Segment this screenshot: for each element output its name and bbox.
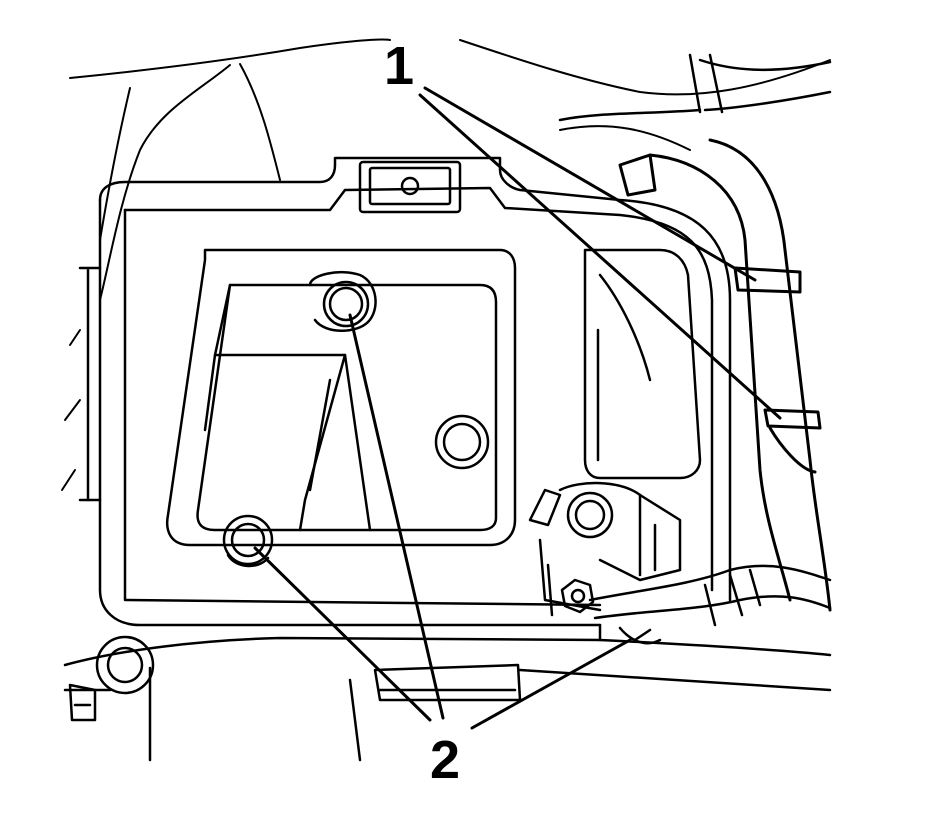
battery-tray bbox=[78, 156, 732, 627]
callout-label-2: 2 bbox=[430, 730, 460, 790]
top-bracket bbox=[358, 160, 462, 214]
vehicle-body-outline bbox=[61, 38, 831, 491]
vertical-hose bbox=[618, 138, 832, 612]
inner-recess bbox=[166, 248, 517, 547]
mounting-bolt-bottom bbox=[222, 514, 274, 568]
center-grommet bbox=[434, 414, 490, 470]
leader-lines bbox=[253, 86, 782, 730]
battery-cable bbox=[588, 564, 832, 627]
callout-label-1: 1 bbox=[384, 36, 414, 96]
clamp-nut bbox=[560, 578, 595, 614]
side-panel bbox=[583, 248, 702, 480]
lower-left-fitting bbox=[68, 635, 155, 722]
upper-hose bbox=[558, 53, 832, 122]
mounting-bolt-top bbox=[308, 270, 377, 332]
terminal-clamp bbox=[528, 481, 682, 617]
